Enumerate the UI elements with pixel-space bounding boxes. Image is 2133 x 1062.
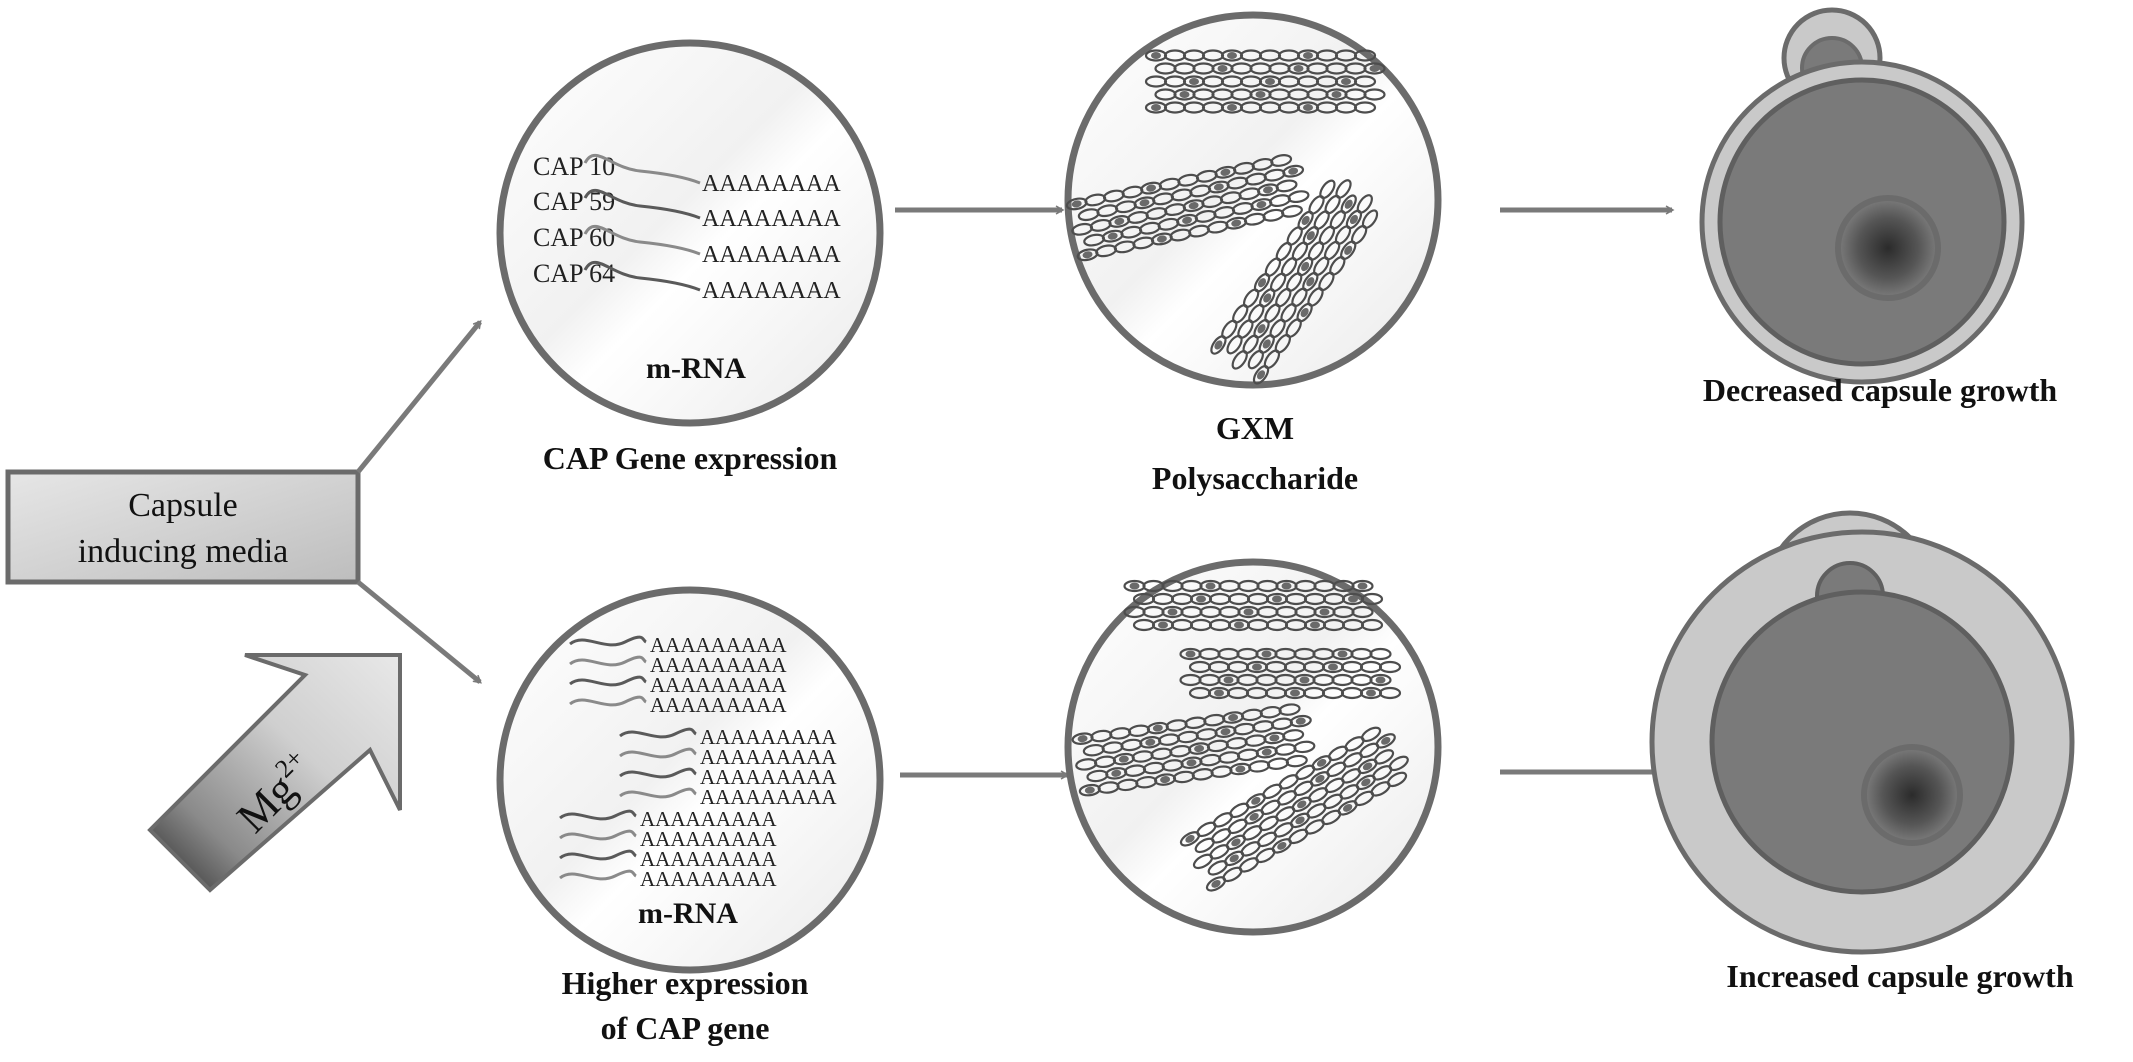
- mrna-strand: [619, 727, 697, 739]
- branch-arrow-up: [356, 320, 482, 474]
- polya-tail: AAAAAAAAA: [700, 785, 837, 809]
- gxm-lattice: [1179, 647, 1402, 700]
- cell-decreased-capsule: [1699, 7, 2025, 385]
- gxm-lattice: [1065, 154, 1310, 262]
- polya-tail: AAAAAAAAA: [640, 807, 777, 831]
- mrna-strand: [583, 260, 701, 292]
- cell-increased-capsule: [1649, 510, 2075, 955]
- polya-tail: AAAAAAAAA: [640, 867, 777, 891]
- top-expression-caption: CAP Gene expression: [542, 440, 838, 476]
- polya-tail: AAAAAAAA: [702, 171, 841, 197]
- mrna-strand: [583, 188, 701, 220]
- gxm-lattice: [1123, 579, 1384, 632]
- polya-tail: AAAAAAAA: [702, 242, 841, 268]
- polya-tail: AAAAAAAA: [702, 278, 841, 304]
- mrna-strand: [583, 224, 701, 256]
- bottom-mrna-circle: [496, 586, 884, 974]
- bottom-outcome-caption: Increased capsule growth: [1726, 958, 2074, 994]
- mrna-strand: [559, 849, 637, 861]
- polya-tail: AAAAAAAAA: [650, 653, 787, 677]
- gxm-caption-line1: GXM: [1215, 410, 1295, 446]
- top-mrna-label: m-RNA: [646, 352, 746, 385]
- mrna-strand: [619, 747, 697, 759]
- branch-arrow-down: [356, 580, 482, 684]
- gxm-lattice: [1179, 726, 1409, 892]
- polya-tail: AAAAAAAAA: [650, 633, 787, 657]
- mrna-strand: [583, 153, 701, 185]
- polya-tail: AAAAAAAAA: [700, 765, 837, 789]
- top-mrna-circle: [496, 39, 884, 427]
- polya-tail: AAAAAAAAA: [650, 693, 787, 717]
- mrna-strand: [619, 787, 697, 799]
- polya-tail: AAAAAAAAA: [700, 725, 837, 749]
- mrna-strand: [569, 675, 647, 687]
- gxm-lattice: [1144, 49, 1386, 114]
- bottom-mrna-label: m-RNA: [638, 897, 738, 930]
- polya-tail: AAAAAAAAA: [640, 827, 777, 851]
- gxm-caption-line2: Polysaccharide: [1151, 460, 1359, 496]
- polya-tail: AAAAAAAAA: [650, 673, 787, 697]
- mrna-strand: [569, 655, 647, 667]
- input-box-label-line2: inducing media: [78, 533, 289, 570]
- polya-tail: AAAAAAAA: [702, 206, 841, 232]
- mrna-strand: [559, 809, 637, 821]
- bottom-expression-caption-line2: of CAP gene: [600, 1010, 770, 1046]
- mg-arrow: Mg2+: [147, 653, 402, 893]
- bottom-expression-caption-line1: Higher expression: [561, 965, 809, 1001]
- input-box-label-line1: Capsule: [128, 487, 238, 524]
- top-outcome-caption: Decreased capsule growth: [1702, 372, 2058, 408]
- mrna-strand: [619, 767, 697, 779]
- mrna-strand: [569, 695, 647, 707]
- polya-tail: AAAAAAAAA: [640, 847, 777, 871]
- gxm-lattice: [1210, 179, 1379, 385]
- polya-tail: AAAAAAAAA: [700, 745, 837, 769]
- gxm-lattice: [1071, 703, 1316, 797]
- input-box: [5, 469, 361, 585]
- mrna-strand: [569, 635, 647, 647]
- mrna-strand: [559, 869, 637, 881]
- mrna-strand: [559, 829, 637, 841]
